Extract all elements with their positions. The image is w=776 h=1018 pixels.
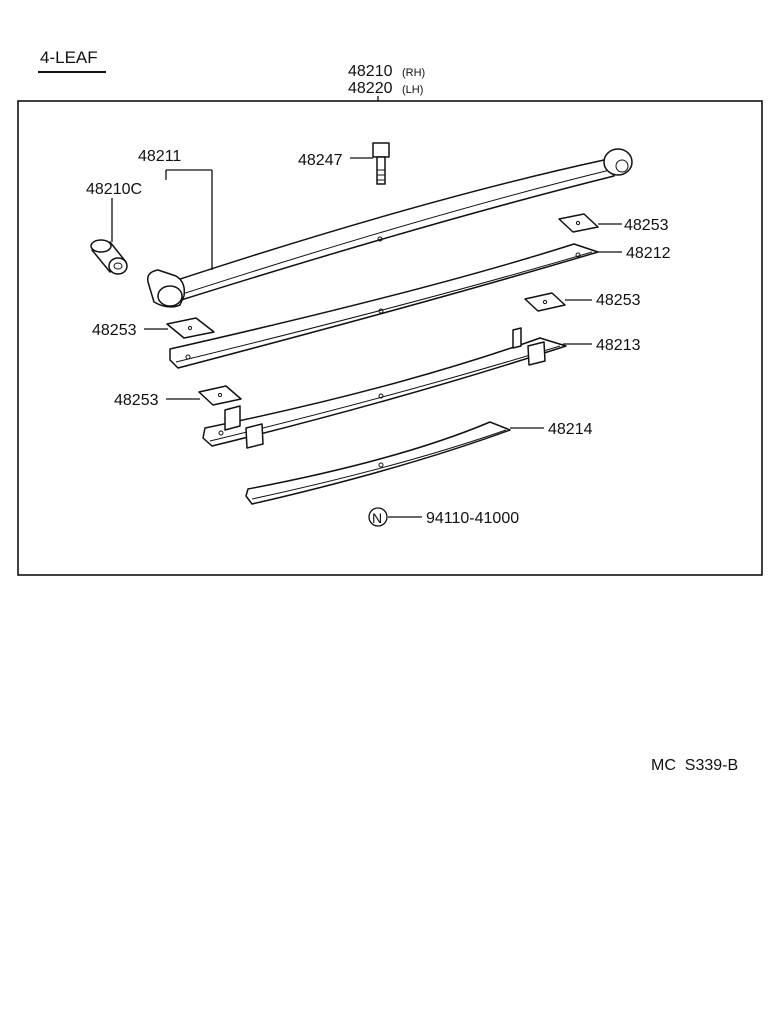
label-center-bolt: 48247 — [298, 152, 343, 169]
label-fourth-leaf: 48214 — [548, 421, 593, 438]
label-main-leaf: 48211 — [138, 148, 181, 165]
label-pad-left-upper: 48253 — [92, 322, 137, 339]
assembly-lh-suffix: (LH) — [402, 84, 423, 96]
pad-top-right — [558, 213, 599, 233]
pad-mid-right — [524, 292, 566, 312]
leader-lines — [111, 157, 622, 518]
diagram-title: 4-LEAF — [40, 48, 98, 67]
pad-left-upper — [166, 317, 215, 339]
label-bushing: 48210C — [86, 181, 142, 198]
label-pad-top-right: 48253 — [624, 217, 669, 234]
bushing — [90, 239, 128, 275]
label-nut-part: 94110-41000 — [426, 510, 519, 527]
assembly-rh-number: 48210 — [348, 63, 393, 80]
label-third-leaf: 48213 — [596, 337, 641, 354]
third-leaf — [202, 327, 567, 449]
assembly-rh-suffix: (RH) — [402, 67, 425, 79]
label-second-leaf: 48212 — [626, 245, 671, 262]
assembly-lh-number: 48220 — [348, 80, 393, 97]
main-leaf — [146, 148, 633, 308]
label-pad-mid-right: 48253 — [596, 292, 641, 309]
assembly-frame — [17, 100, 763, 576]
pad-left-lower — [198, 385, 242, 406]
nut-symbol-circle — [368, 507, 388, 527]
nut-symbol: N — [372, 510, 382, 526]
second-leaf — [169, 243, 599, 369]
label-pad-left-lower: 48253 — [114, 392, 159, 409]
footer-code: MC S339-B — [651, 757, 738, 774]
center-bolt — [372, 142, 390, 185]
fourth-leaf — [245, 421, 511, 505]
